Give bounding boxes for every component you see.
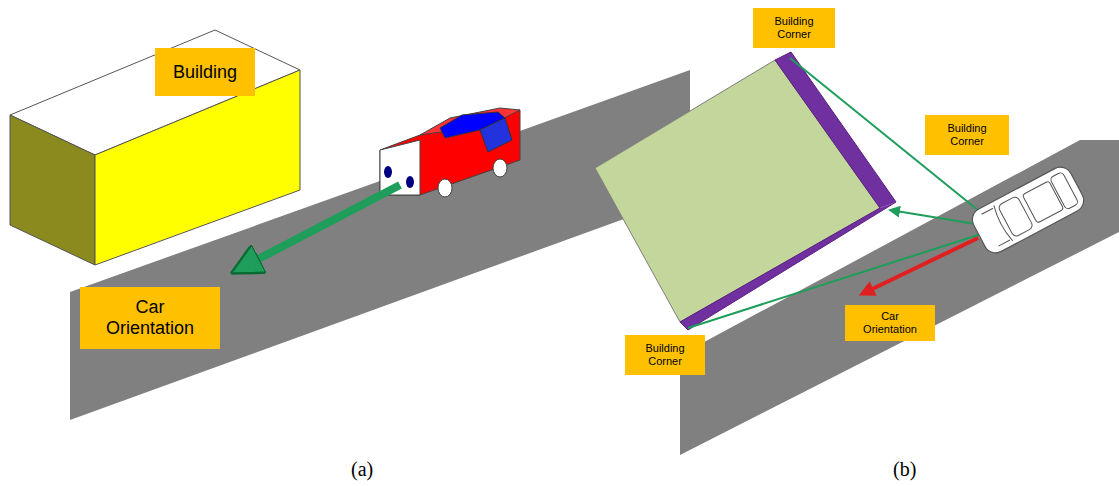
label-box: Car Orientation	[845, 305, 935, 341]
label-box: Building Corner	[625, 335, 705, 375]
label-box: Building	[155, 48, 255, 96]
label-text: Building Corner	[932, 122, 1002, 147]
label-text: Car Orientation	[95, 297, 205, 338]
label-text: Car Orientation	[855, 310, 925, 335]
building-front	[95, 70, 300, 265]
label-text: Building Corner	[630, 342, 700, 367]
panel-caption: (a)	[351, 458, 373, 481]
label-text: Building	[173, 62, 237, 83]
orientation-arrow	[245, 185, 400, 266]
car-top-view	[968, 163, 1088, 257]
label-box: Car Orientation	[80, 287, 220, 349]
orientation-arrow	[866, 238, 978, 292]
panel-caption: (b)	[893, 458, 916, 481]
red-car	[380, 108, 520, 197]
label-box: Building Corner	[753, 8, 835, 48]
label-text: Building Corner	[759, 15, 829, 40]
building-footprint	[595, 60, 880, 322]
sight-line	[688, 228, 1000, 328]
label-box: Building Corner	[925, 115, 1009, 155]
building-side	[10, 115, 95, 265]
